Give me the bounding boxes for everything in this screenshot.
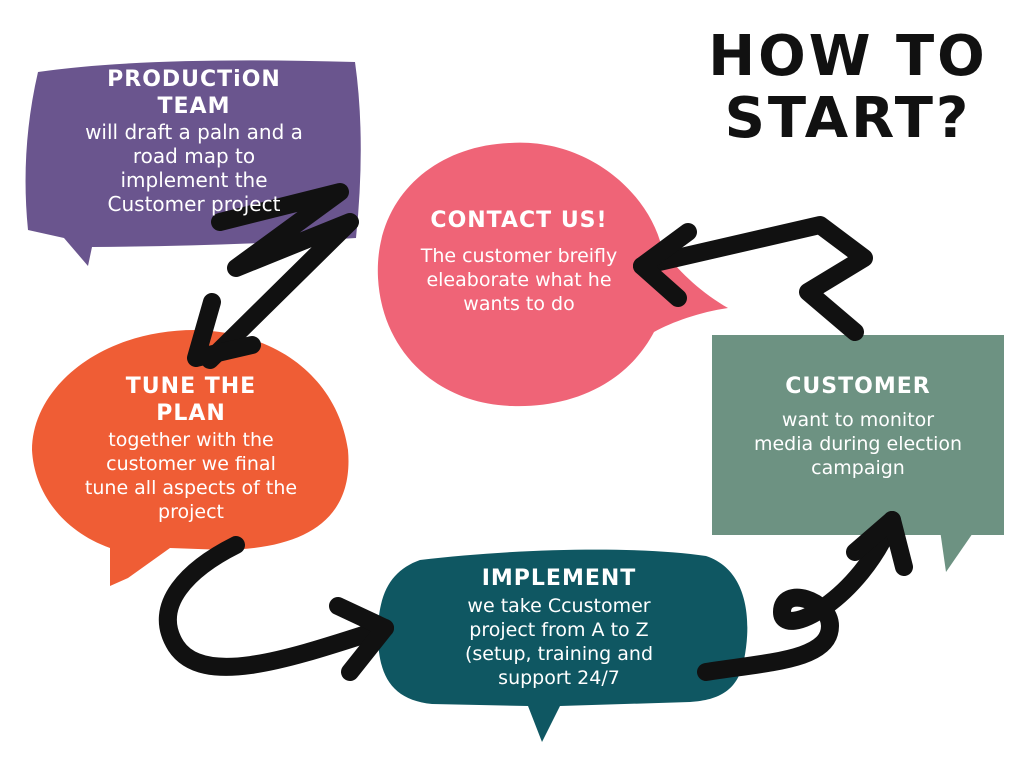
customer-bubble-tail: [940, 530, 975, 572]
production-body-3: implement the: [120, 168, 268, 192]
tune-title-2: PLAN: [156, 401, 226, 426]
contact-title: CONTACT US!: [430, 208, 608, 233]
contact-body-3: wants to do: [463, 293, 575, 315]
arrow-tune-to-implement: [158, 536, 394, 681]
tune-body-1: together with the: [108, 429, 274, 451]
implement-bubble: [378, 549, 748, 742]
arrow-production-to-tune: [187, 183, 359, 369]
customer-text: CUSTOMER want to monitor media during el…: [722, 372, 994, 480]
tune-text: TUNE THE PLAN together with the customer…: [46, 374, 336, 524]
tune-body-4: project: [158, 501, 224, 523]
customer-body-3: campaign: [811, 457, 905, 479]
tune-bubble: [32, 330, 349, 586]
implement-title: IMPLEMENT: [481, 566, 637, 591]
customer-title: CUSTOMER: [785, 374, 931, 399]
tune-title-1: TUNE THE: [125, 374, 257, 399]
implement-body-1: we take Ccustomer: [467, 595, 651, 617]
tune-body-2: customer we final: [106, 453, 276, 475]
implement-body-4: support 24/7: [498, 667, 620, 689]
customer-bubble: [712, 335, 1004, 535]
headline-line-2: START?: [724, 86, 972, 151]
implement-text: IMPLEMENT we take Ccustomer project from…: [418, 564, 700, 690]
contact-text: CONTACT US! The customer breifly eleabor…: [390, 206, 648, 316]
headline: HOW TO START?: [698, 26, 998, 150]
contact-bubble: [377, 142, 728, 407]
contact-body-1: The customer breifly: [420, 245, 618, 267]
arrow-customer-to-contact: [633, 216, 873, 341]
production-title-2: TEAM: [157, 94, 231, 119]
customer-body-2: media during election: [753, 433, 963, 455]
production-body-2: road map to: [132, 144, 256, 168]
tune-body-3: tune all aspects of the: [84, 477, 298, 499]
contact-body-2: eleaborate what he: [426, 269, 612, 291]
production-text: PRODUCTiON TEAM will draft a paln and a …: [44, 66, 344, 216]
implement-body-3: (setup, training and: [464, 643, 654, 665]
headline-line-1: HOW TO: [708, 24, 988, 89]
arrow-implement-to-customer: [697, 511, 913, 681]
implement-body-2: project from A to Z: [469, 619, 649, 641]
customer-body-1: want to monitor: [781, 409, 935, 431]
production-body-1: will draft a paln and a: [85, 120, 303, 144]
production-title-1: PRODUCTiON: [107, 67, 281, 92]
production-body-4: Customer project: [107, 192, 281, 216]
